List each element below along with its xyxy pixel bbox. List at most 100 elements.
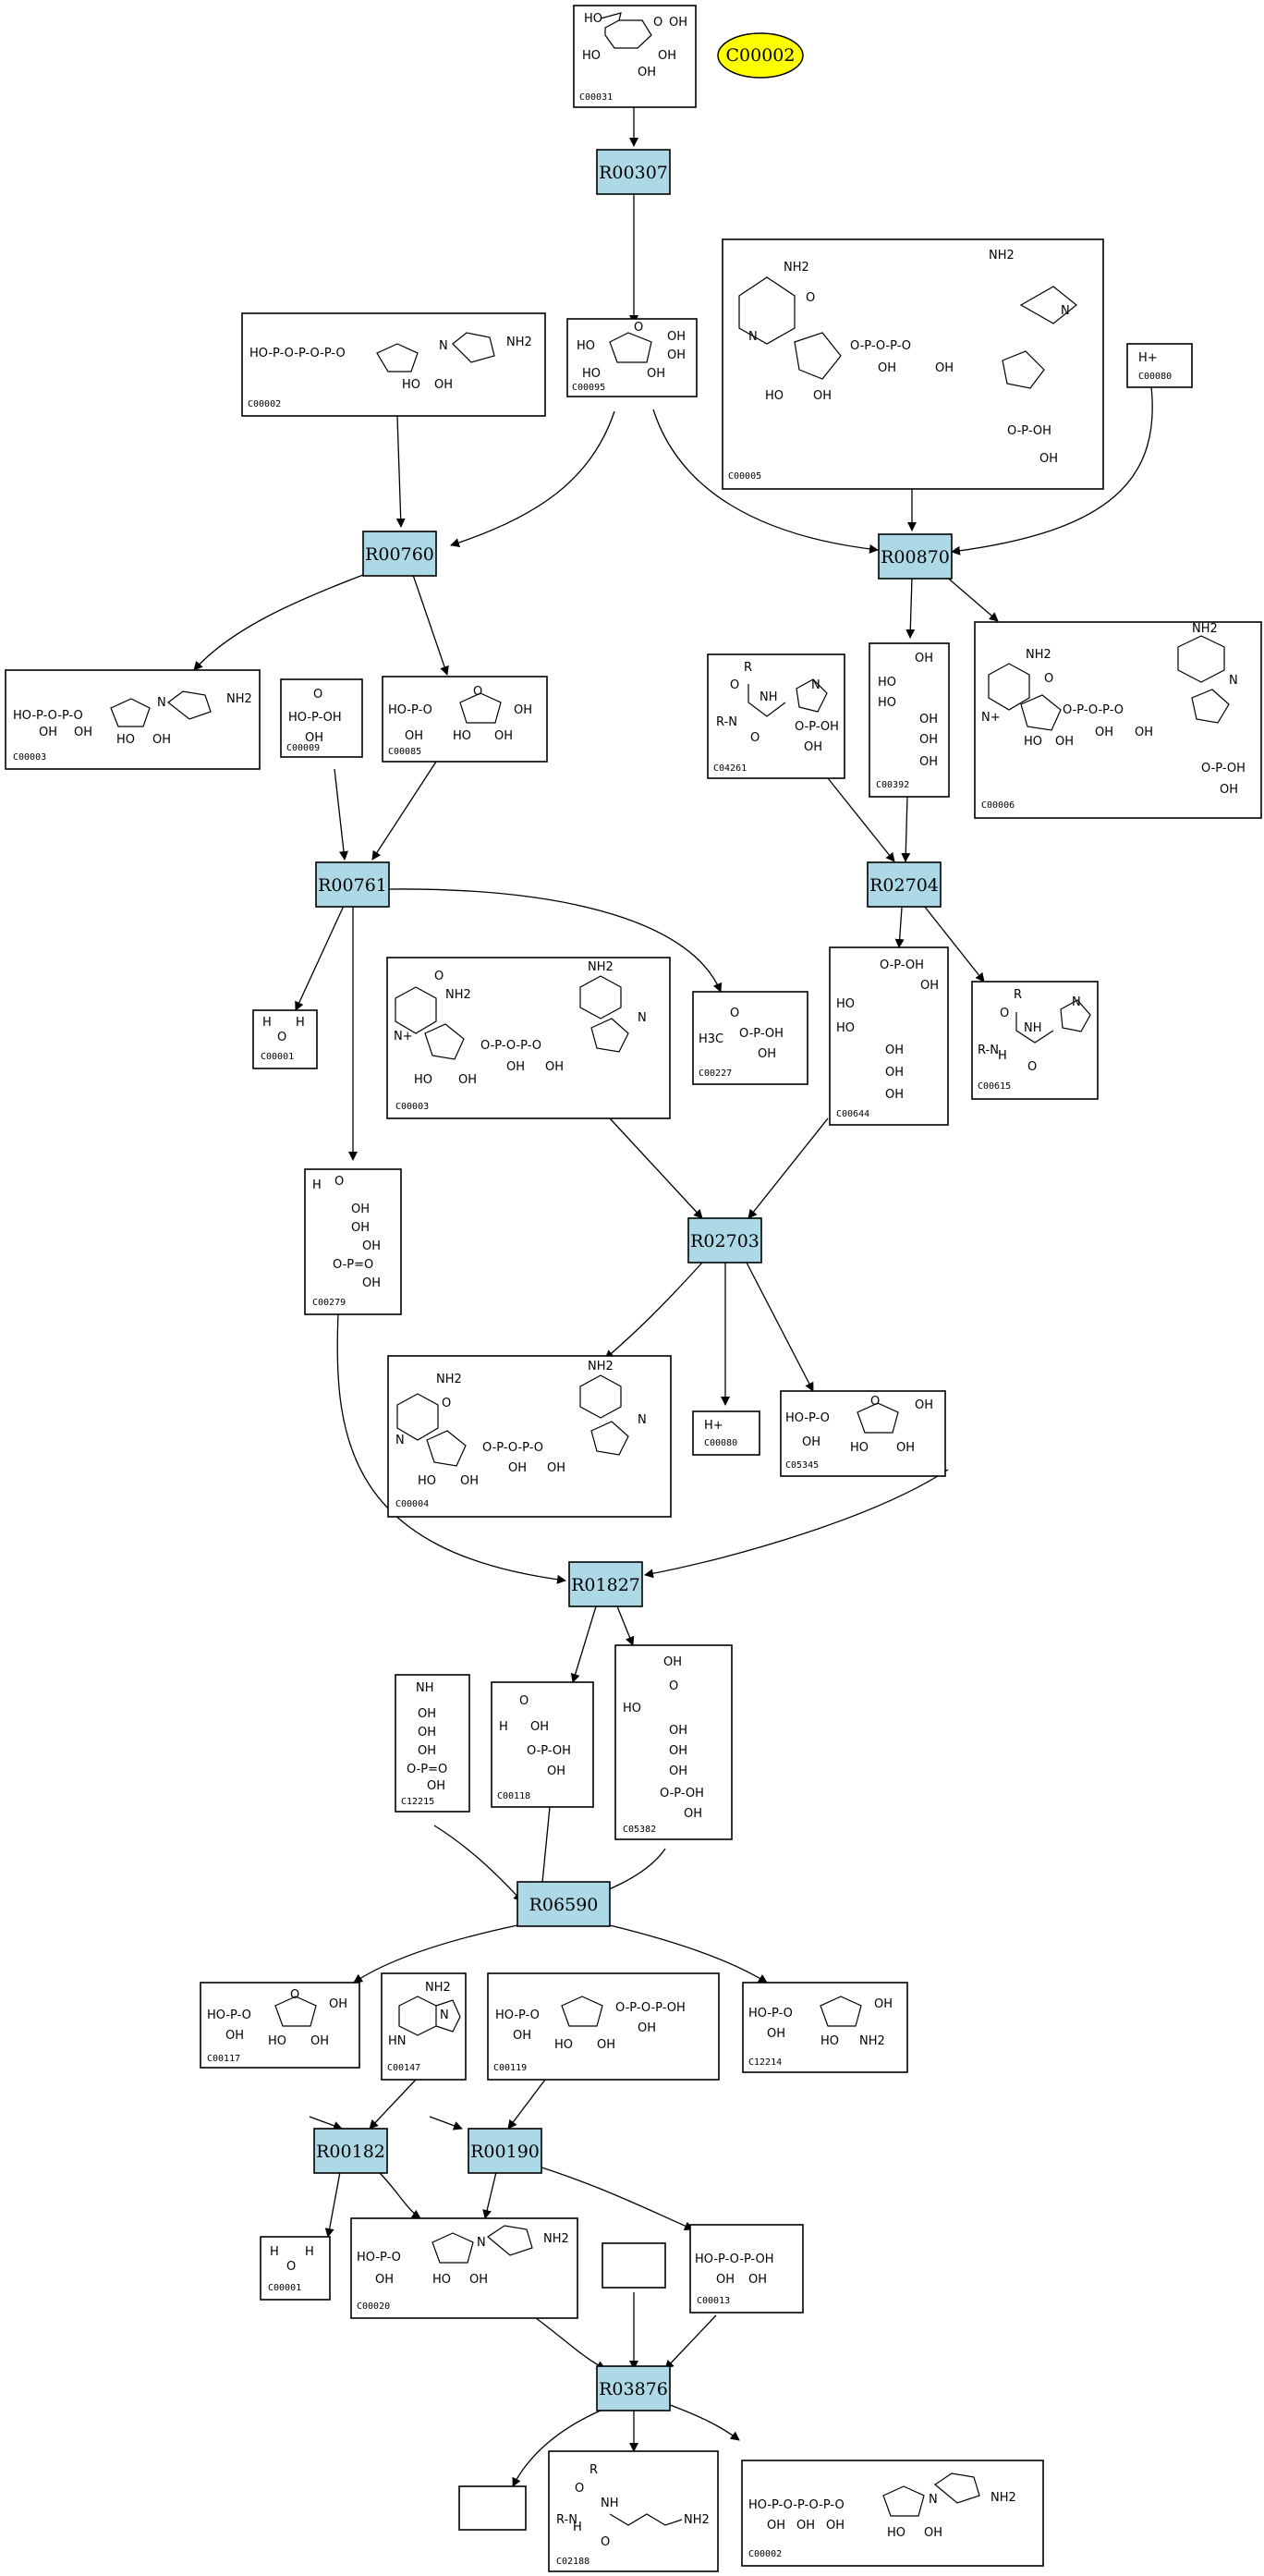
compound-C00085[interactable]: HO-P-O OH O OH HO OH C00085 — [382, 676, 548, 763]
compound-id: C00005 — [728, 471, 761, 482]
atom: N — [157, 696, 166, 710]
reaction-R06590[interactable]: R06590 — [517, 1881, 611, 1927]
compound-id: C00003 — [13, 752, 46, 763]
atom: OH — [658, 49, 676, 63]
atom: O-P-OH — [739, 1027, 784, 1041]
atom: NH2 — [506, 336, 532, 349]
reaction-R02703[interactable]: R02703 — [687, 1217, 762, 1264]
reaction-R00307[interactable]: R00307 — [596, 149, 671, 195]
reaction-R03876[interactable]: R03876 — [596, 2365, 671, 2411]
atom: H — [262, 1016, 272, 1030]
atom: HO-P-O-P-O-P-O — [249, 347, 346, 360]
compound-C00001-lower[interactable]: H O H C00001 — [260, 2236, 331, 2301]
atom: H — [312, 1178, 322, 1192]
compound-C00119[interactable]: HO-P-O OH O-P-O-P-OH OH HO OH C00119 — [487, 1972, 720, 2081]
compound-id: C12214 — [748, 2057, 782, 2068]
atom: OH — [669, 1764, 687, 1778]
reaction-R00870[interactable]: R00870 — [878, 533, 953, 580]
atom: OH — [915, 652, 933, 665]
compound-C00009[interactable]: O HO-P-OH OH C00009 — [280, 678, 363, 758]
atom: OH — [418, 1744, 436, 1758]
compound-C00080-top[interactable]: H+ C00080 — [1126, 343, 1193, 388]
atom: NH2 — [991, 2491, 1016, 2505]
compound-C12215[interactable]: NH OH OH OH O-P=O OH C12215 — [395, 1674, 470, 1813]
atom: O — [750, 731, 760, 745]
compound-C12214[interactable]: HO-P-O OH OH HO NH2 C12214 — [742, 1982, 908, 2073]
atom: O — [1027, 1060, 1037, 1074]
compound-C00615[interactable]: R O NH N R-N H O C00615 — [971, 981, 1099, 1100]
compound-C00006[interactable]: NH2 O N+ O-P-O-P-O OH OH NH2 N HO OH O-P… — [974, 621, 1262, 819]
atom: N — [1061, 304, 1070, 318]
atom: OH — [418, 1726, 436, 1740]
atom: O — [277, 1031, 286, 1044]
atom: HO-P-O-P-OH — [695, 2252, 774, 2266]
atom: OH — [767, 2027, 785, 2041]
atom: OH — [667, 330, 686, 344]
compound-id: C00117 — [207, 2054, 240, 2064]
compound-C05345[interactable]: HO-P-O OH O OH HO OH C05345 — [780, 1390, 946, 1477]
compound-C00005[interactable]: NH2 O N O-P-O-P-O OH OH NH2 N HO OH O-P-… — [722, 238, 1104, 490]
compound-C00003-center[interactable]: NH2 O N+ O-P-O-P-O OH OH NH2 N HO OH C00… — [386, 957, 671, 1119]
reaction-R01827[interactable]: R01827 — [568, 1561, 643, 1607]
atom: OH — [362, 1276, 381, 1290]
atom: H — [305, 2245, 314, 2259]
atom: HO — [765, 389, 784, 403]
map-node-ellipse[interactable] — [717, 32, 804, 79]
compound-unlabeled-upper[interactable] — [602, 2242, 666, 2289]
compound-C00227[interactable]: O H3C O-P-OH OH C00227 — [692, 991, 808, 1085]
atom: OH — [796, 2519, 815, 2533]
atom: NH2 — [784, 261, 809, 275]
compounds: HO O OH HO OH OH C00031 HO-P-O-P-O-P-O N… — [5, 5, 1262, 2572]
reaction-R00190[interactable]: R00190 — [468, 2128, 542, 2174]
compound-C00001-upper[interactable]: H O H C00001 — [252, 1009, 318, 1069]
compound-id: C00615 — [978, 1081, 1011, 1092]
atom: O — [442, 1397, 451, 1410]
compound-id: C00002 — [748, 2549, 782, 2559]
atom: OH — [351, 1221, 370, 1235]
compound-C04261[interactable]: R O NH N R-N O O-P-OH OH C04261 — [707, 653, 845, 779]
atom: OH — [878, 361, 896, 375]
compound-C00013[interactable]: HO-P-O-P-OH OH OH C00013 — [689, 2224, 804, 2314]
compound-C00147[interactable]: NH2 N HN C00147 — [381, 1972, 467, 2081]
map-node-C00002[interactable]: C00002 — [717, 32, 804, 79]
reaction-label: R02704 — [869, 875, 939, 896]
reaction-R00761[interactable]: R00761 — [315, 861, 390, 908]
compound-C00095[interactable]: HO O OH HO OH OH C00095 — [566, 318, 698, 397]
atom: O-P-OH — [1201, 762, 1246, 775]
atom: O-P-OH — [1007, 424, 1051, 438]
atom: HO-P-O-P-O — [13, 709, 83, 723]
compound-C00392[interactable]: OH HO HO OH OH OH C00392 — [869, 642, 950, 798]
compound-C00004[interactable]: NH2 O N O-P-O-P-O OH OH NH2 N HO OH C000… — [387, 1355, 672, 1518]
compound-C00117[interactable]: HO-P-O OH O OH HO OH C00117 — [200, 1982, 360, 2069]
compound-C00644[interactable]: O-P-OH OH HO HO OH OH OH C00644 — [829, 946, 949, 1126]
compound-C00279[interactable]: H O OH OH OH O-P=O OH C00279 — [304, 1168, 402, 1315]
atom: OH — [885, 1066, 904, 1080]
compound-C00031[interactable]: HO O OH HO OH OH C00031 — [573, 5, 697, 108]
compound-C00118[interactable]: O H OH O-P-OH OH C00118 — [491, 1681, 594, 1808]
atom: N+ — [394, 1030, 413, 1044]
atom: NH2 — [436, 1373, 462, 1386]
reaction-R02704[interactable]: R02704 — [867, 861, 942, 908]
reaction-R00182[interactable]: R00182 — [313, 2128, 388, 2174]
atom: OH — [458, 1073, 477, 1087]
atom: OH — [1135, 726, 1153, 739]
compound-id: C05382 — [623, 1825, 656, 1835]
reaction-R00760[interactable]: R00760 — [362, 531, 437, 577]
atom: OH — [638, 66, 656, 79]
atom: O-P-O-P-O — [482, 1441, 543, 1455]
reaction-label: R01827 — [571, 1575, 640, 1595]
compound-C00003-left[interactable]: HO-P-O-P-O OH OH NH2 N HO OH C00003 — [5, 669, 261, 770]
compound-C02188[interactable]: R O NH R-N H O NH2 C02188 — [548, 2450, 719, 2572]
compound-C00002-bottom[interactable]: HO-P-O-P-O-P-O NH2 N HO OH OH OH OH C000… — [741, 2460, 1044, 2567]
compound-C05382[interactable]: OH O HO OH OH OH O-P-OH OH C05382 — [614, 1644, 733, 1840]
atom: H — [296, 1016, 305, 1030]
compound-unlabeled-lower[interactable] — [458, 2485, 527, 2531]
atom: HO — [887, 2526, 905, 2540]
compound-C00020[interactable]: HO-P-O OH NH2 N HO OH C00020 — [350, 2217, 578, 2319]
atom: H — [998, 1049, 1007, 1063]
atom: OH — [920, 979, 939, 993]
compound-id: C00147 — [387, 2063, 420, 2073]
compound-C00080-mid[interactable]: H+ C00080 — [692, 1410, 760, 1456]
atom: OH — [935, 361, 954, 375]
compound-C00002-top[interactable]: HO-P-O-P-O-P-O NH2 N HO OH C00002 — [241, 312, 546, 417]
